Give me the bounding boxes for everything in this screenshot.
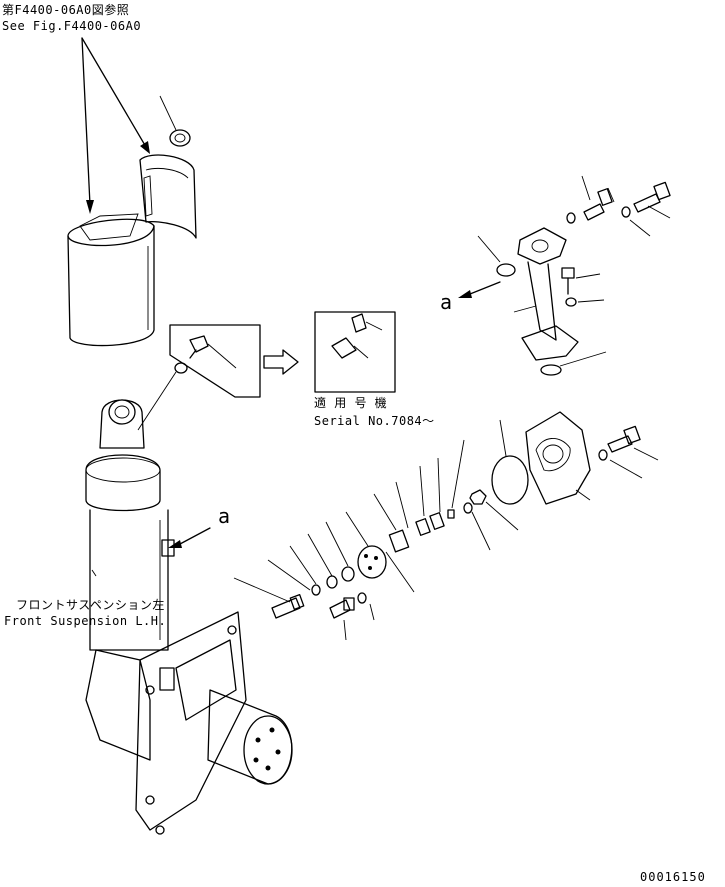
washer-small[interactable] (137, 362, 188, 431)
o-ring-2[interactable] (540, 364, 562, 376)
marker-a-upper: a (440, 290, 453, 314)
suspension-label-jp: フロントサスペンション左 (16, 598, 165, 612)
bolt-1[interactable] (583, 188, 613, 221)
o-ring-1[interactable] (496, 263, 516, 277)
bolt-2[interactable] (633, 181, 671, 213)
marker-a-lower: a (218, 504, 231, 528)
reference-label-jp: 第F4400-06A0図参照 (2, 3, 130, 17)
boot-cover[interactable] (67, 213, 155, 347)
grease-fitting-callout (169, 311, 396, 398)
suspension-cylinder[interactable] (85, 399, 175, 651)
cover-plate[interactable] (491, 455, 529, 505)
marker-arrows (168, 281, 501, 548)
bolt-3[interactable] (561, 267, 575, 295)
parts-row[interactable] (271, 489, 487, 619)
leader-lines (233, 175, 671, 641)
cap-ring[interactable] (169, 129, 191, 147)
reference-label-en: See Fig.F4400-06A0 (2, 19, 142, 33)
serial-label-jp: 適 用 号 機 (314, 396, 388, 410)
leader-lines-top (159, 95, 177, 131)
half-shell-cover[interactable] (139, 154, 197, 239)
serial-label-en: Serial No.7084～ (314, 414, 435, 428)
suspension-label-en: Front Suspension L.H. (4, 614, 167, 628)
figure-number: 00016150 (640, 870, 706, 884)
washers-right[interactable] (565, 206, 631, 461)
bolt-4[interactable] (607, 425, 641, 453)
reference-arrows (81, 37, 150, 214)
steering-knuckle[interactable] (85, 611, 293, 835)
elbow-pipe[interactable] (517, 227, 579, 361)
block-housing[interactable] (525, 411, 591, 505)
